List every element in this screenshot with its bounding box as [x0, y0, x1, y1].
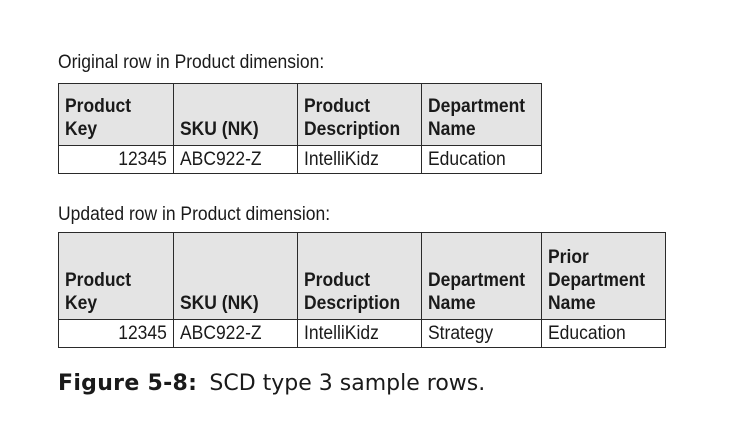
original-row-caption: Original row in Product dimension: [58, 52, 325, 73]
cell-product-description: IntelliKidz [297, 319, 422, 348]
figure-caption: Figure 5-8: SCD type 3 sample rows. [58, 370, 485, 396]
table-row: 12345 ABC922-Z IntelliKidz Education [58, 145, 542, 174]
figure-label: Figure 5-8: [58, 371, 198, 396]
figure-text: SCD type 3 sample rows. [209, 371, 486, 396]
updated-row-caption: Updated row in Product dimension: [58, 204, 331, 225]
cell-sku: ABC922-Z [173, 319, 298, 348]
cell-product-key: 12345 [58, 319, 174, 348]
cell-product-description: IntelliKidz [297, 145, 422, 174]
table-row: 12345 ABC922-Z IntelliKidz Strategy Educ… [58, 319, 666, 348]
cell-prior-department-name: Education [541, 319, 666, 348]
cell-department-name: Education [421, 145, 542, 174]
header-sku: SKU (NK) [173, 83, 298, 146]
cell-product-key: 12345 [58, 145, 174, 174]
header-sku: SKU (NK) [173, 232, 298, 320]
cell-department-name: Strategy [421, 319, 542, 348]
cell-sku: ABC922-Z [173, 145, 298, 174]
